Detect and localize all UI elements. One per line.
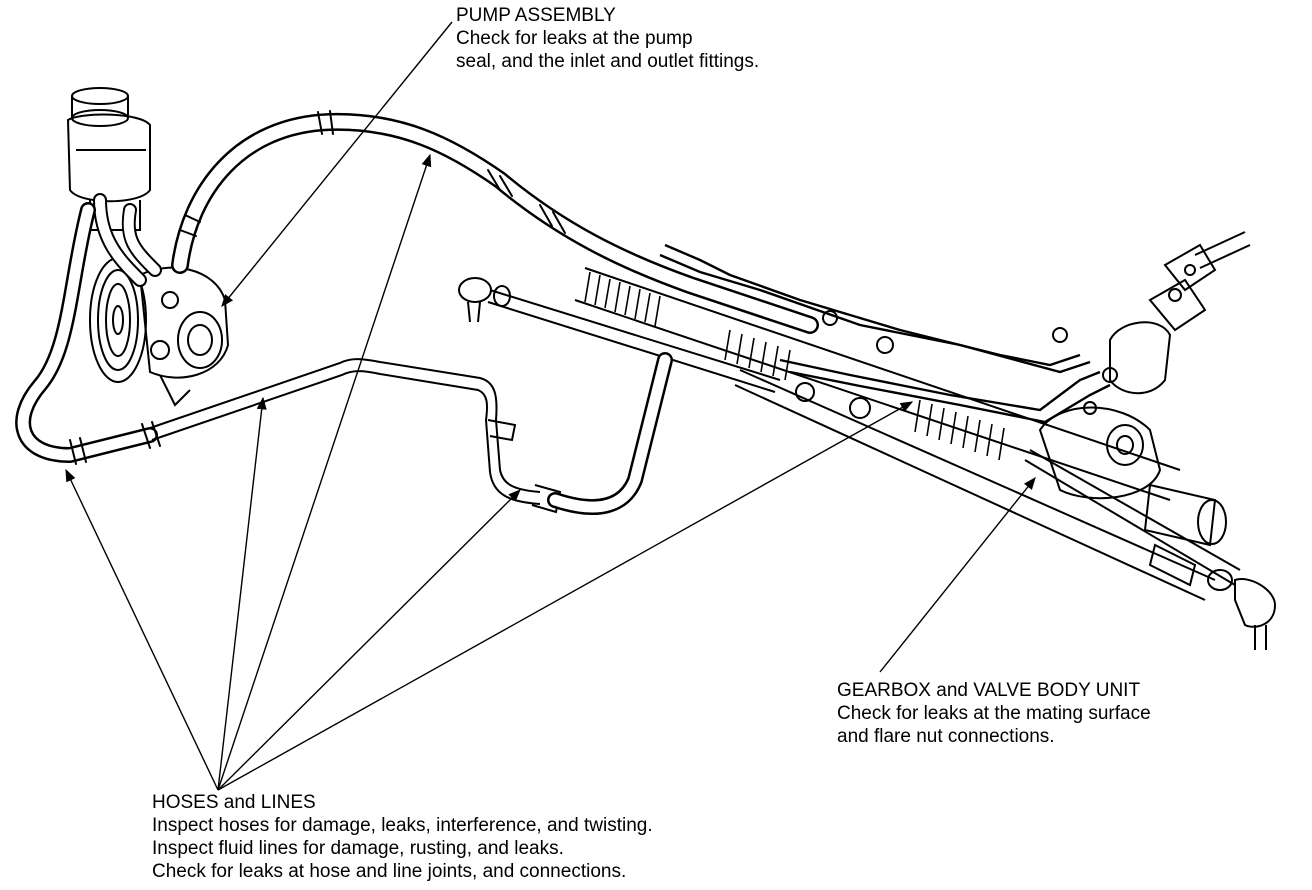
hoses-callout-line-1: Inspect hoses for damage, leaks, interfe… [152, 815, 653, 836]
hoses-leader-line-5 [217, 401, 914, 791]
hoses-leader-line-1 [65, 468, 219, 791]
pump-and-reservoir [66, 87, 230, 407]
pump-assembly-callout: PUMP ASSEMBLY Check for leaks at the pum… [456, 4, 759, 73]
gearbox-callout-line-2: and flare nut connections. [837, 726, 1055, 747]
hoses-callout-title: HOSES and LINES [152, 792, 316, 813]
hoses-callout-line-3: Check for leaks at hose and line joints,… [152, 861, 627, 882]
gearbox-callout: GEARBOX and VALVE BODY UNIT Check for le… [837, 679, 1151, 748]
pump-leader-line [221, 21, 453, 307]
gearbox-leader-line [879, 477, 1036, 673]
pressure-hose [171, 110, 819, 334]
return-fluid-line [149, 352, 673, 515]
gearbox-rack-assembly [574, 231, 1251, 601]
pump-callout-title: PUMP ASSEMBLY [456, 5, 616, 26]
tie-rods [458, 277, 1277, 650]
hoses-and-lines-callout: HOSES and LINES Inspect hoses for damage… [152, 791, 653, 883]
hoses-leader-line-3 [217, 153, 432, 791]
leader-lines [65, 21, 1036, 791]
hoses-leader-line-2 [217, 396, 267, 791]
gearbox-callout-line-1: Check for leaks at the mating surface [837, 703, 1151, 724]
hoses-callout-line-2: Inspect fluid lines for damage, rusting,… [152, 838, 564, 859]
hoses-leader-line-4 [217, 489, 521, 791]
gearbox-callout-title: GEARBOX and VALVE BODY UNIT [837, 680, 1141, 701]
return-hose [15, 202, 161, 465]
pump-callout-line-2: seal, and the inlet and outlet fittings. [456, 51, 760, 72]
pump-callout-line-1: Check for leaks at the pump [456, 28, 693, 49]
